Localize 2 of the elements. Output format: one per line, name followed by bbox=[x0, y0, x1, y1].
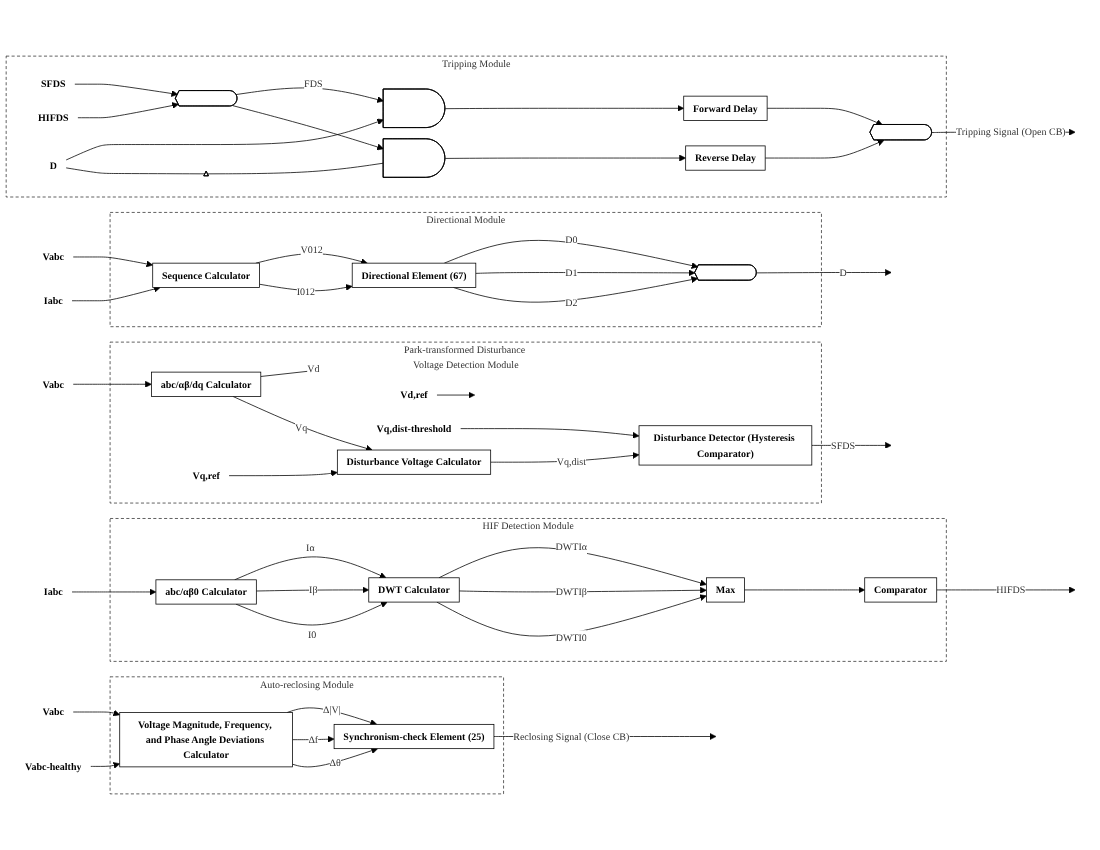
connector bbox=[65, 167, 206, 175]
connector bbox=[207, 162, 384, 175]
